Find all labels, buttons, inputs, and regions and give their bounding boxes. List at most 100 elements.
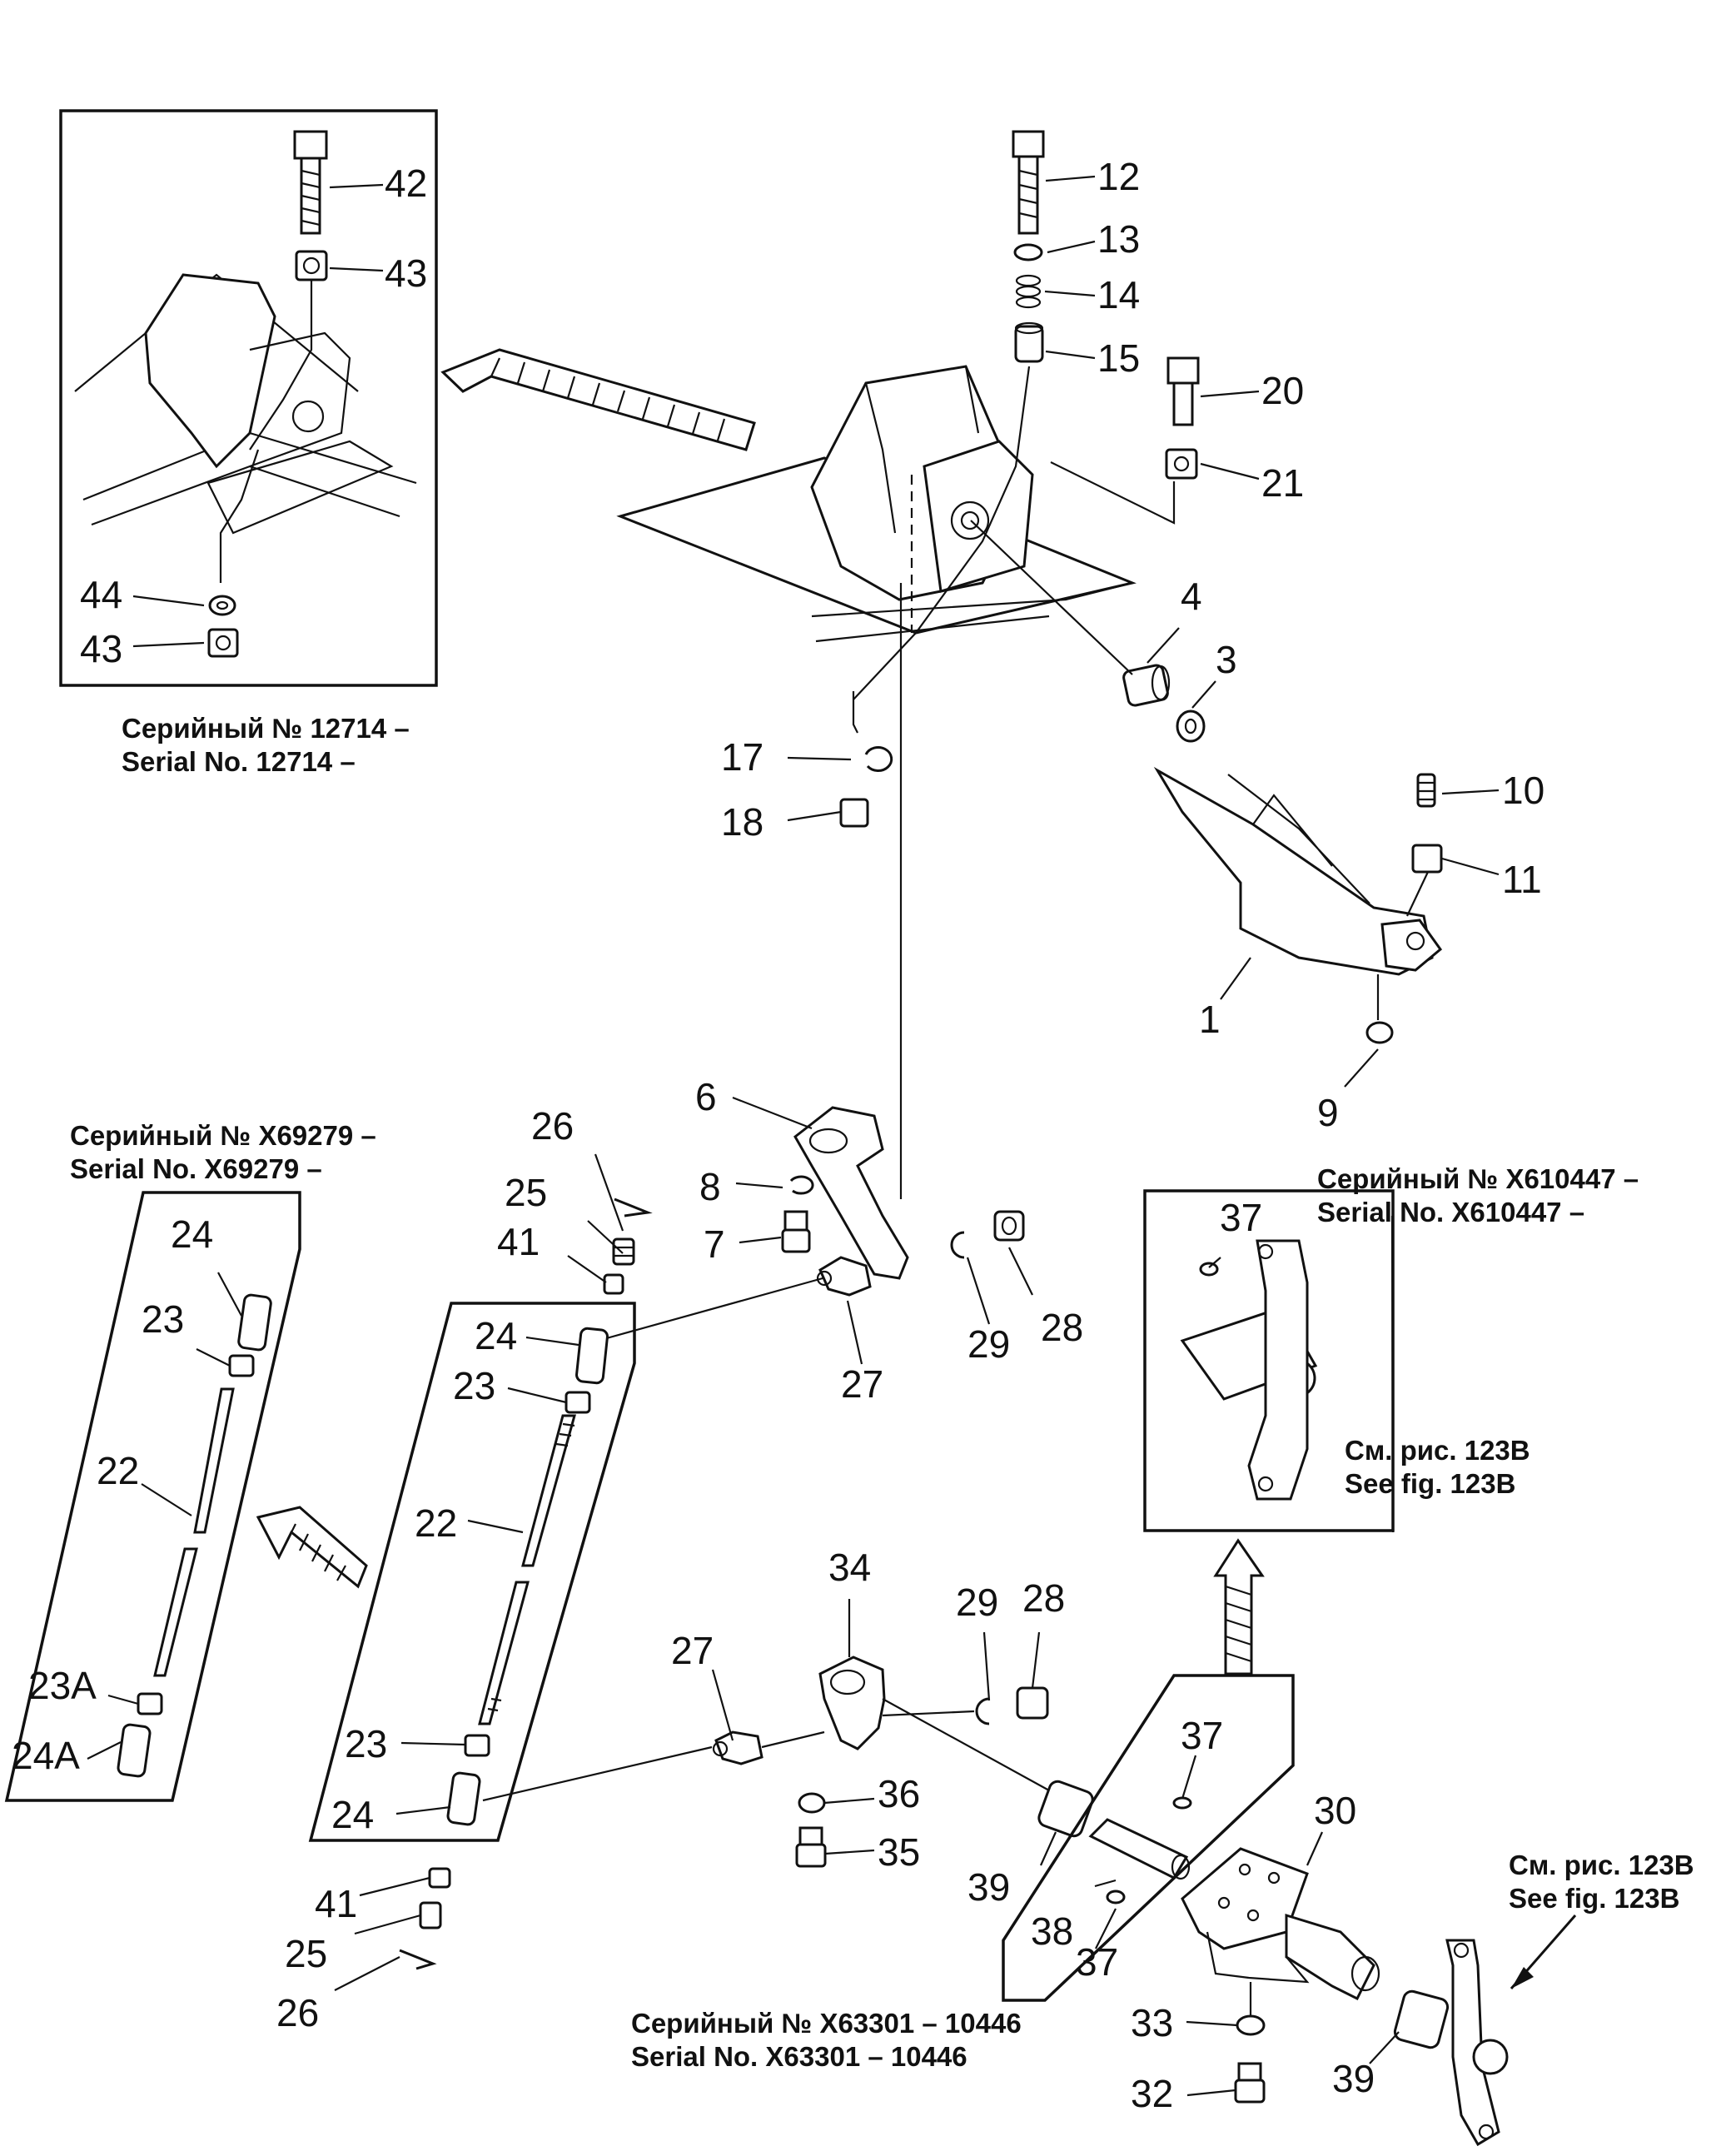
rod-end-24-lower — [446, 1771, 481, 1826]
caption-see-fig-bottom-en: See fig. 123B — [1509, 1883, 1680, 1914]
callout-8: 8 — [699, 1165, 721, 1208]
caption-serial-x63301-en: Serial No. X63301 – 10446 — [631, 2041, 967, 2072]
lever-34 — [818, 1656, 886, 1750]
callout-39-upper: 39 — [967, 1865, 1010, 1909]
callout-22-middle: 22 — [415, 1501, 457, 1545]
caption-see-fig-123b-bottom: См. рис. 123B See fig. 123B — [1509, 1849, 1694, 1915]
caption-serial-x63301: Серийный № X63301 – 10446 Serial No. X63… — [631, 2007, 1022, 2074]
callout-44: 44 — [80, 573, 122, 616]
nut-41-upper — [603, 1273, 624, 1295]
callout-23-lower: 23 — [345, 1722, 387, 1765]
nut-18 — [839, 798, 869, 828]
nut-43-lower — [207, 628, 239, 658]
callout-3: 3 — [1216, 638, 1237, 681]
nut-23-left — [228, 1354, 255, 1377]
callout-15: 15 — [1097, 336, 1140, 380]
callout-33: 33 — [1131, 2001, 1173, 2044]
callout-6: 6 — [695, 1075, 717, 1118]
frame-x63301 — [1002, 1674, 1295, 2002]
inset-frame-12714 — [59, 109, 438, 687]
spacer-15 — [1014, 321, 1044, 363]
callout-26-upper: 26 — [531, 1104, 574, 1148]
callout-32: 32 — [1131, 2072, 1173, 2115]
washer-13 — [1013, 243, 1043, 261]
washer-36 — [798, 1792, 826, 1814]
callout-4: 4 — [1181, 575, 1202, 618]
direction-arrow-left — [256, 1506, 368, 1589]
pin-37-right — [1199, 1262, 1219, 1277]
bolt-35 — [795, 1826, 827, 1868]
caption-serial-12714-en: Serial No. 12714 – — [122, 746, 356, 777]
callout-18: 18 — [721, 800, 764, 844]
nut-23-lower — [464, 1734, 490, 1757]
callout-1: 1 — [1199, 998, 1221, 1041]
callout-28-lower: 28 — [1022, 1576, 1065, 1620]
direction-arrow-up — [1213, 1538, 1265, 1676]
caption-see-fig-inset-en: See fig. 123B — [1345, 1468, 1516, 1499]
see-fig-arrowhead — [1511, 1967, 1534, 1989]
caption-serial-x69279: Серийный № X69279 – Serial No. X69279 – — [70, 1119, 376, 1186]
callout-20: 20 — [1261, 369, 1304, 412]
nut-23A-left — [137, 1692, 163, 1715]
callout-14: 14 — [1097, 273, 1140, 316]
caption-see-fig-inset-ru: См. рис. 123B — [1345, 1435, 1530, 1466]
stud-25-upper — [612, 1237, 635, 1266]
callout-12: 12 — [1097, 155, 1140, 198]
cotter-26-lower — [399, 1949, 437, 1970]
nut-21 — [1165, 448, 1198, 480]
nut-43-upper — [295, 250, 328, 281]
linkage-frame-middle — [308, 1302, 636, 1842]
callout-23-upper: 23 — [453, 1364, 495, 1407]
callout-7: 7 — [704, 1222, 725, 1266]
leader-43-axis — [219, 449, 260, 583]
callout-22-left: 22 — [97, 1449, 139, 1492]
right-inset-leader — [1390, 1215, 1395, 1533]
washer-3 — [1176, 710, 1206, 743]
rod-end-24-left — [237, 1293, 272, 1352]
caption-serial-x69279-ru: Серийный № X69279 – — [70, 1120, 376, 1151]
nut-11 — [1411, 844, 1443, 874]
direction-arrow-to-inset — [440, 348, 756, 451]
callout-24A-left: 24A — [12, 1734, 80, 1777]
leader-11-axis — [1406, 871, 1429, 917]
link-line-upper — [603, 1277, 823, 1341]
rod-end-24A-left — [117, 1723, 152, 1778]
callout-37-lower: 37 — [1076, 1940, 1118, 1984]
cotter-26-upper — [614, 1198, 653, 1217]
pin-37-lower — [1106, 1890, 1126, 1905]
circlip-29-upper — [950, 1231, 965, 1259]
callout-36: 36 — [878, 1772, 920, 1815]
caption-see-fig-123b-inset: См. рис. 123B See fig. 123B — [1345, 1434, 1530, 1501]
bolt-32 — [1234, 2062, 1266, 2104]
callout-13: 13 — [1097, 217, 1140, 261]
bolt-12 — [1012, 130, 1045, 235]
callout-43-upper: 43 — [385, 251, 427, 295]
caption-serial-12714: Серийный № 12714 – Serial No. 12714 – — [122, 712, 410, 779]
link-line-lower — [482, 1745, 713, 1802]
lever-assembly-right — [1180, 1239, 1318, 1501]
lever-34-axis — [882, 1698, 1050, 1791]
callout-43-lower: 43 — [80, 627, 122, 670]
bolt-42 — [293, 130, 328, 235]
rod-22-left — [153, 1387, 235, 1677]
callout-41-upper: 41 — [497, 1220, 540, 1263]
leader-42-axis — [249, 280, 313, 451]
ball-joint-27-upper — [816, 1256, 872, 1297]
rod-end-24-upper — [575, 1327, 609, 1385]
callout-21: 21 — [1261, 461, 1304, 505]
lever-6 — [793, 1106, 909, 1280]
nut-41-lower — [428, 1867, 451, 1889]
pedal-bracket — [616, 365, 1137, 643]
callout-23A-left: 23A — [28, 1664, 97, 1707]
callout-25-upper: 25 — [505, 1171, 547, 1214]
callout-25-lower: 25 — [285, 1932, 327, 1975]
circlip-29-lower — [975, 1697, 990, 1725]
callout-24-left: 24 — [171, 1212, 213, 1256]
pivot-axis-line — [970, 520, 1133, 675]
callout-28-upper: 28 — [1041, 1306, 1083, 1349]
callout-41-lower: 41 — [315, 1882, 357, 1925]
callout-24-lower: 24 — [331, 1793, 374, 1836]
callout-numbers: 42 43 44 43 12 13 14 15 20 21 4 3 10 11 … — [12, 155, 1544, 2115]
bushing-4 — [1122, 664, 1171, 707]
